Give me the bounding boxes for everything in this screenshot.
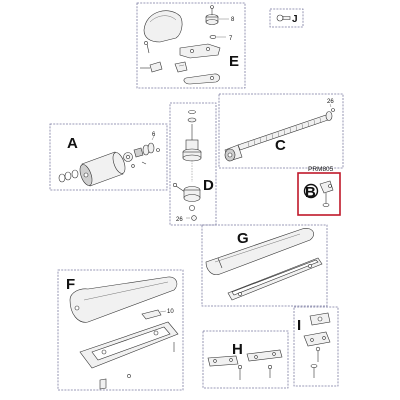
group-e-key-cylinder — [174, 61, 188, 73]
group-c-part-26: 26 — [327, 99, 334, 105]
group-b-label: B — [305, 184, 316, 201]
group-e-frame — [136, 2, 246, 89]
group-e-lever — [183, 73, 220, 85]
group-j-label: J — [292, 14, 298, 25]
group-e-part-7: 7 — [229, 36, 233, 42]
group-i-plate — [303, 331, 331, 347]
group-f-frame — [57, 269, 184, 391]
group-e: 8 7 E — [136, 2, 246, 89]
group-g: G — [201, 224, 328, 307]
group-d: D 26 — [169, 102, 217, 226]
group-a-frame — [49, 123, 168, 191]
group-f-link — [141, 309, 162, 320]
group-f: F 10 — [57, 269, 184, 391]
group-g-cover — [205, 228, 314, 275]
group-e-link — [149, 61, 163, 73]
group-b: PRM805 B — [297, 166, 341, 216]
group-a-oring — [58, 173, 66, 183]
group-d-shaft — [185, 139, 199, 151]
group-j-key-blade — [282, 16, 291, 20]
group-e-screw — [146, 43, 150, 54]
group-e-label: E — [229, 53, 239, 70]
group-f-cover — [69, 276, 178, 323]
group-e-part-8: 8 — [231, 17, 235, 23]
group-c-label: C — [275, 137, 286, 154]
group-b-bracket — [319, 180, 334, 194]
group-h-plate-right — [246, 349, 283, 362]
group-e-cover — [143, 10, 183, 43]
group-g-label: G — [237, 230, 249, 247]
group-e-bracket — [179, 43, 221, 59]
group-f-label: F — [66, 276, 75, 293]
group-b-code: PRM805 — [308, 166, 334, 173]
group-j-key-ring — [276, 14, 284, 22]
group-d-bolt — [175, 185, 186, 193]
group-i: I — [293, 306, 339, 387]
group-h-label: H — [232, 341, 243, 358]
group-a-part-6: 6 — [152, 132, 156, 138]
group-c-frame — [218, 93, 344, 169]
group-d-label: D — [203, 177, 214, 194]
group-j: J — [269, 8, 304, 28]
group-h: H — [202, 330, 289, 389]
group-e-washer — [209, 35, 217, 39]
group-h-frame — [202, 330, 289, 389]
group-j-frame — [269, 8, 304, 28]
group-f-plug — [99, 378, 107, 390]
group-d-part-26: 26 — [176, 217, 183, 223]
group-i-label: I — [297, 317, 301, 334]
group-g-frame — [201, 224, 328, 307]
group-a: A 6 — [49, 123, 168, 191]
group-h-plate-left — [207, 355, 239, 367]
group-c: 26 C — [218, 93, 344, 169]
group-d-washer — [188, 110, 196, 114]
group-b-frame — [297, 172, 341, 216]
group-a-label: A — [67, 135, 78, 152]
group-i-frame — [293, 306, 339, 387]
group-f-part-10: 10 — [167, 309, 174, 315]
